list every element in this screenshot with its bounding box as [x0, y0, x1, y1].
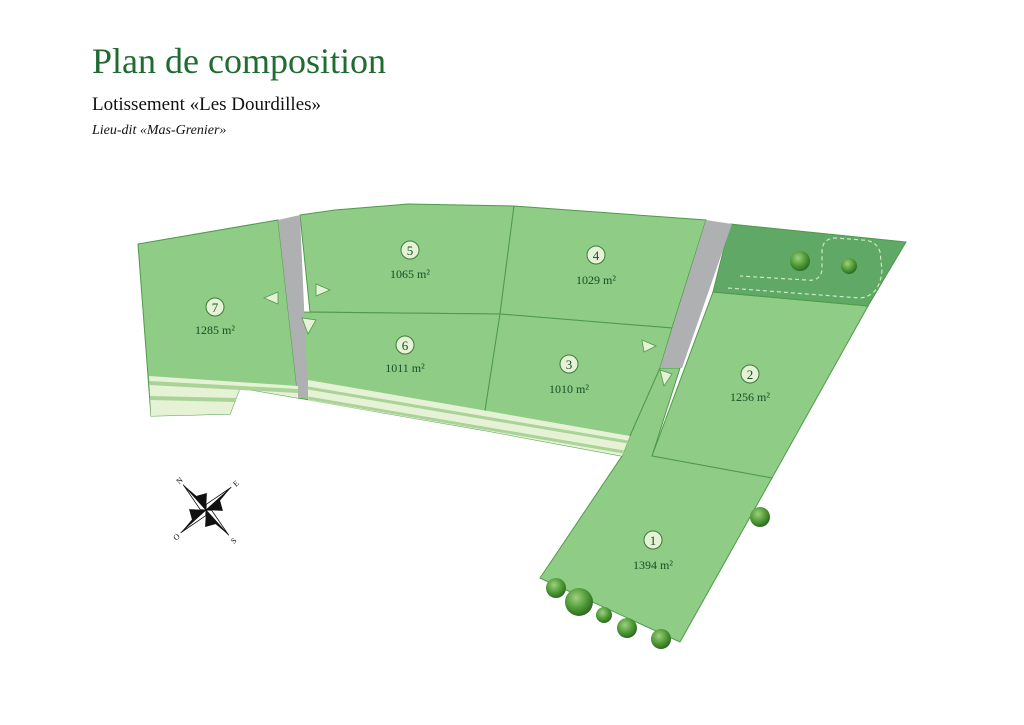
svg-text:1: 1 — [650, 533, 657, 548]
svg-text:1011 m²: 1011 m² — [385, 361, 425, 375]
tree-icon — [651, 629, 671, 649]
page-title: Plan de composition — [92, 41, 386, 81]
access-road-east — [660, 220, 732, 368]
access-arrow-icon — [301, 317, 317, 335]
subdivision-name: Lotissement «Les Dourdilles» — [92, 94, 322, 115]
svg-text:2: 2 — [747, 367, 754, 382]
access-road-west — [278, 215, 308, 398]
place-name: Lieu-dit «Mas-Grenier» — [92, 123, 227, 138]
tree-icon — [841, 258, 857, 274]
common-green-space — [712, 223, 907, 307]
tree-icon — [790, 251, 810, 271]
svg-text:3: 3 — [566, 357, 573, 372]
svg-text:6: 6 — [402, 338, 409, 353]
compass-rose-icon: N E S O — [171, 475, 241, 546]
lot-2-label: 2 1256 m² — [730, 364, 770, 404]
lot-1-label: 1 1394 m² — [633, 530, 673, 572]
lot-3-label: 3 1010 m² — [549, 354, 589, 396]
tree-icon — [565, 588, 593, 616]
footpath — [727, 237, 883, 299]
tree-icon — [617, 618, 637, 638]
access-arrow-icon — [315, 283, 332, 297]
compass-west: O — [171, 532, 181, 543]
access-arrow-icon — [659, 369, 673, 387]
svg-text:1029 m²: 1029 m² — [576, 273, 616, 287]
svg-text:1394 m²: 1394 m² — [633, 558, 673, 572]
svg-text:1285 m²: 1285 m² — [195, 323, 235, 337]
svg-text:1256 m²: 1256 m² — [730, 390, 770, 404]
svg-text:4: 4 — [593, 248, 600, 263]
svg-text:1065 m²: 1065 m² — [390, 267, 430, 281]
lot-4-parcel[interactable] — [499, 205, 707, 329]
compass-south: S — [229, 536, 238, 546]
svg-text:5: 5 — [407, 243, 414, 258]
svg-text:1010 m²: 1010 m² — [549, 382, 589, 396]
lot-6-label: 6 1011 m² — [385, 335, 425, 375]
access-arrow-icon — [641, 339, 657, 353]
lot-7-label: 7 1285 m² — [195, 297, 235, 337]
access-arrow-icon — [262, 291, 279, 305]
lot-4-label: 4 1029 m² — [576, 245, 616, 287]
tree-icon — [546, 578, 566, 598]
setback-band — [148, 376, 630, 456]
compass-east: E — [231, 479, 241, 489]
svg-text:7: 7 — [212, 300, 219, 315]
lot-5-label: 5 1065 m² — [390, 240, 430, 281]
tree-icon — [750, 507, 770, 527]
tree-icon — [596, 607, 612, 623]
compass-north: N — [174, 475, 184, 486]
